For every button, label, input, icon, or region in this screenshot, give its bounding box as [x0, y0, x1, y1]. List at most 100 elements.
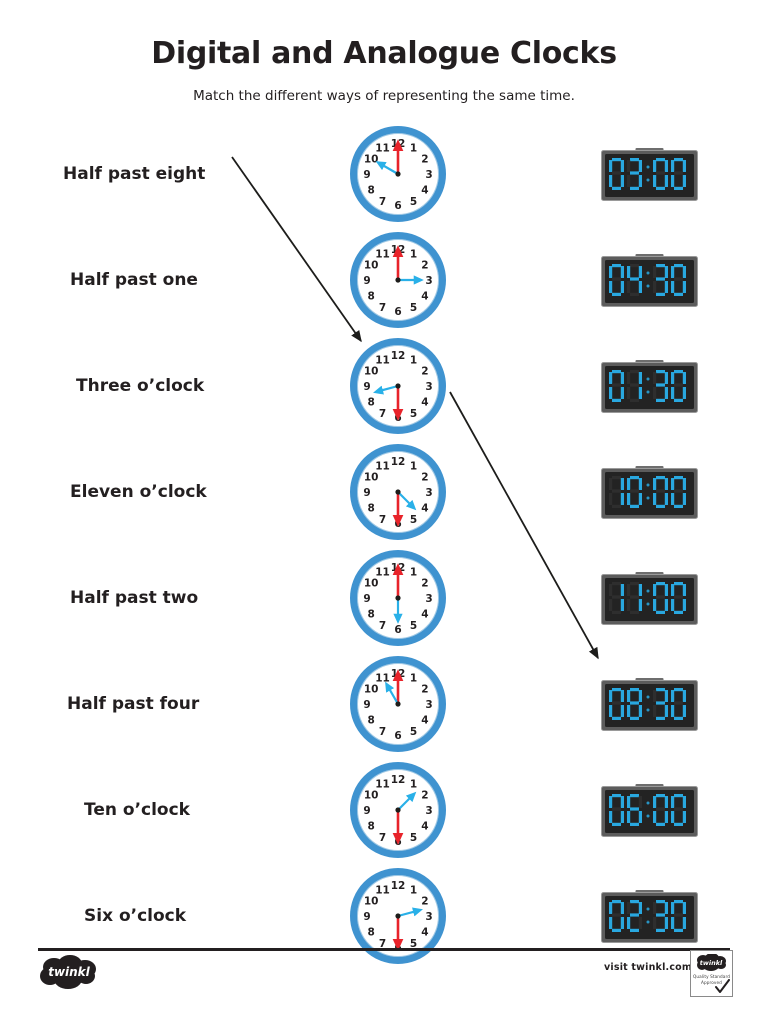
clock-numeral-11: 11 [375, 884, 390, 896]
clock-numeral-1: 1 [410, 248, 417, 260]
time-word-label[interactable]: Ten o’clock [84, 800, 190, 820]
clock-numeral-1: 1 [410, 460, 417, 472]
twinkl-logo-text: twinkl [48, 965, 90, 979]
badge-line-1: Quality Standard [693, 974, 730, 979]
clock-numeral-4: 4 [421, 715, 428, 727]
digital-clock[interactable] [601, 252, 698, 308]
clock-numeral-4: 4 [421, 609, 428, 621]
time-word-label[interactable]: Six o’clock [84, 906, 187, 926]
footer-divider [38, 948, 730, 951]
time-word-label[interactable]: Eleven o’clock [70, 482, 207, 502]
time-word-label[interactable]: Half past eight [63, 164, 206, 184]
clock-numeral-7: 7 [379, 514, 386, 526]
clock-bezel [350, 762, 446, 858]
digital-clock[interactable] [601, 358, 698, 414]
clock-numeral-9: 9 [363, 805, 370, 817]
digital-clock-digits [609, 582, 686, 614]
clock-center-pin [395, 277, 401, 283]
page-title: Digital and Analogue Clocks [151, 36, 617, 71]
clock-numeral-11: 11 [375, 354, 390, 366]
digital-clock[interactable] [601, 464, 698, 520]
clock-numeral-6: 6 [394, 624, 401, 636]
time-word-label[interactable]: Half past four [67, 694, 200, 714]
clock-numeral-6: 6 [394, 200, 401, 212]
clock-numeral-11: 11 [375, 778, 390, 790]
clock-numeral-11: 11 [375, 460, 390, 472]
time-word-label[interactable]: Half past one [70, 270, 198, 290]
badge-cloud-icon: twinkl [695, 953, 728, 971]
clock-numeral-9: 9 [363, 275, 370, 287]
clock-numeral-5: 5 [410, 832, 417, 844]
clock-numeral-4: 4 [421, 503, 428, 515]
clock-numeral-2: 2 [421, 260, 428, 272]
visit-twinkl-link[interactable]: visit twinkl.com [604, 962, 692, 973]
page-subtitle: Match the different ways of representing… [193, 88, 575, 104]
clock-numeral-1: 1 [410, 672, 417, 684]
clock-numeral-5: 5 [410, 408, 417, 420]
clock-numeral-9: 9 [363, 699, 370, 711]
clock-numeral-6: 6 [394, 306, 401, 318]
badge-line-2: Approved [701, 980, 722, 985]
clock-numeral-2: 2 [421, 896, 428, 908]
clock-numeral-10: 10 [364, 684, 379, 696]
digital-clock[interactable] [601, 146, 698, 202]
clock-numeral-2: 2 [421, 154, 428, 166]
clock-numeral-9: 9 [363, 593, 370, 605]
clock-numeral-11: 11 [375, 566, 390, 578]
time-word-label[interactable]: Half past two [70, 588, 199, 608]
check-icon [715, 979, 730, 993]
clock-numeral-11: 11 [375, 248, 390, 260]
clock-numeral-10: 10 [364, 260, 379, 272]
time-word-label[interactable]: Three o’clock [76, 376, 205, 396]
clock-numeral-8: 8 [367, 291, 374, 303]
clock-numeral-7: 7 [379, 726, 386, 738]
clock-numeral-3: 3 [425, 169, 432, 181]
clock-numeral-10: 10 [364, 790, 379, 802]
clock-center-pin [395, 171, 401, 177]
clock-numeral-10: 10 [364, 896, 379, 908]
twinkl-logo: twinkl [38, 955, 100, 989]
clock-numeral-7: 7 [379, 938, 386, 950]
clock-numeral-3: 3 [425, 805, 432, 817]
hour-hand [385, 681, 399, 705]
clock-numeral-9: 9 [363, 169, 370, 181]
clock-numeral-3: 3 [425, 275, 432, 287]
clock-numeral-3: 3 [425, 911, 432, 923]
digital-clock-digits [609, 688, 686, 720]
digital-clock[interactable] [601, 676, 698, 732]
clock-numeral-5: 5 [410, 196, 417, 208]
clock-numeral-7: 7 [379, 832, 386, 844]
clock-numeral-2: 2 [421, 366, 428, 378]
clock-numeral-8: 8 [367, 821, 374, 833]
digital-clock[interactable] [601, 888, 698, 944]
hour-hand [397, 791, 417, 811]
clock-numeral-2: 2 [421, 472, 428, 484]
clock-numeral-8: 8 [367, 609, 374, 621]
clock-numeral-11: 11 [375, 672, 390, 684]
clock-numeral-8: 8 [367, 397, 374, 409]
digital-clock[interactable] [601, 782, 698, 838]
clock-numeral-2: 2 [421, 578, 428, 590]
clock-numeral-10: 10 [364, 472, 379, 484]
digital-clock-digits [609, 794, 686, 826]
clock-numeral-2: 2 [421, 790, 428, 802]
digital-clock[interactable] [601, 570, 698, 626]
clock-numeral-9: 9 [363, 487, 370, 499]
clock-numeral-10: 10 [364, 578, 379, 590]
clock-bezel [350, 338, 446, 434]
clock-numeral-9: 9 [363, 381, 370, 393]
clock-center-pin [395, 595, 401, 601]
clock-numeral-5: 5 [410, 514, 417, 526]
